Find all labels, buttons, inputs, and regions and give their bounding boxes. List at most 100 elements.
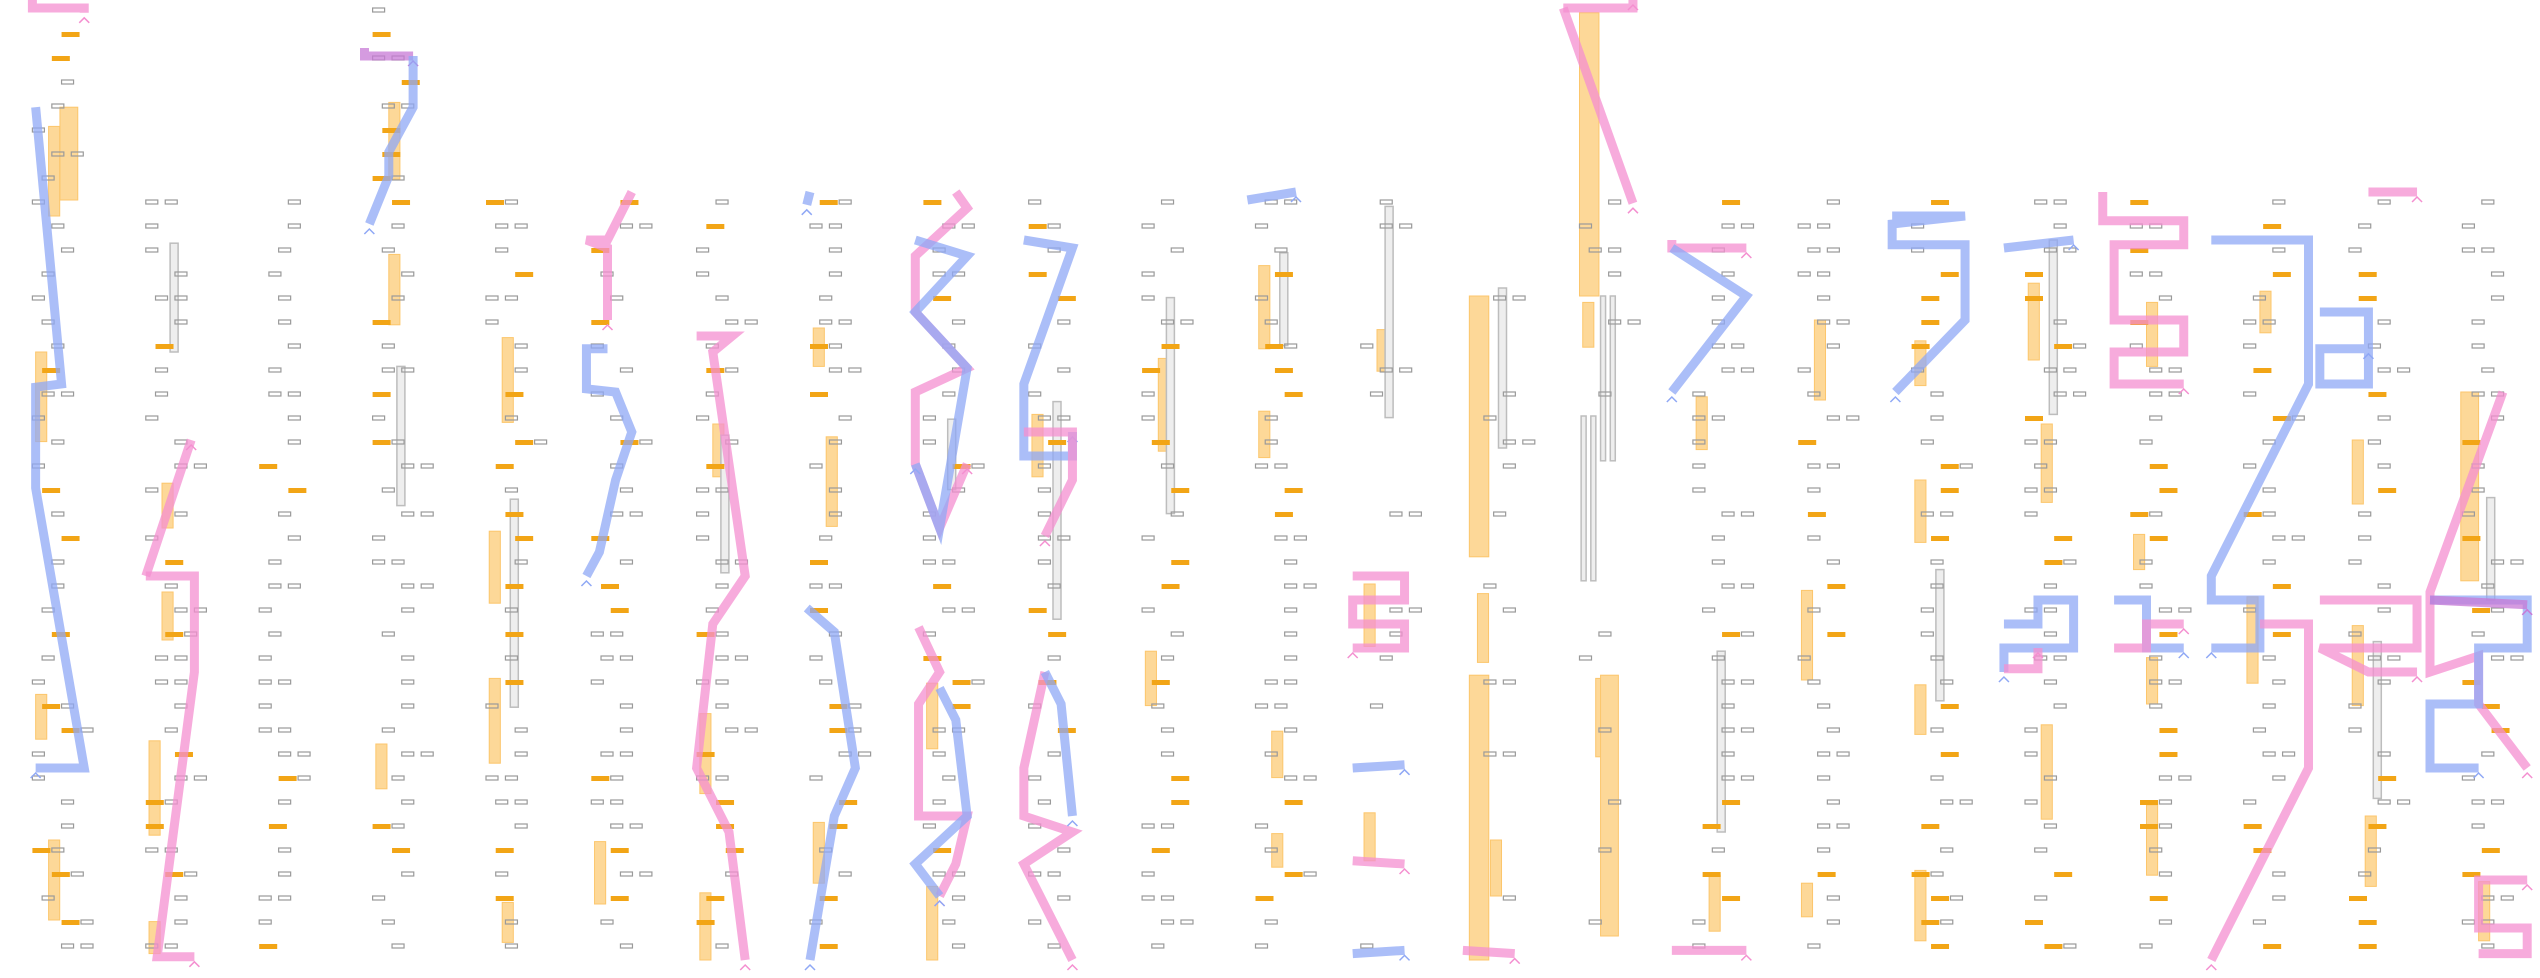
gray-tick bbox=[51, 847, 65, 853]
orange-dash bbox=[2481, 848, 2500, 853]
gray-tick bbox=[391, 223, 405, 229]
caret-marker-icon bbox=[78, 16, 90, 24]
gray-tick bbox=[2053, 391, 2067, 397]
caret-marker-icon bbox=[2205, 963, 2217, 971]
orange-dash bbox=[706, 464, 725, 469]
gray-tick bbox=[2272, 895, 2286, 901]
gray-tick bbox=[2377, 463, 2391, 469]
gray-tick bbox=[1502, 751, 1516, 757]
pink-connector-path bbox=[914, 625, 973, 899]
gray-tick bbox=[2129, 343, 2143, 349]
gray-tick bbox=[1940, 799, 1954, 805]
orange-dash bbox=[1931, 536, 1950, 541]
gray-tick bbox=[495, 223, 509, 229]
gray-tick bbox=[164, 199, 178, 205]
gray-tick bbox=[1578, 655, 1593, 661]
orange-dash bbox=[1817, 872, 1836, 877]
orange-dash bbox=[145, 824, 164, 829]
gray-tick bbox=[1160, 655, 1175, 661]
gray-tick bbox=[590, 631, 604, 637]
gray-tick bbox=[401, 751, 415, 757]
orange-dash bbox=[1940, 488, 1959, 493]
gray-tick bbox=[1959, 799, 1973, 805]
gray-tick bbox=[932, 727, 946, 733]
blue-connector-path bbox=[1352, 945, 1405, 959]
gray-tick bbox=[1483, 415, 1497, 421]
gray-tick bbox=[1264, 439, 1278, 445]
orange-block bbox=[1363, 812, 1376, 862]
gray-tick bbox=[2367, 655, 2382, 661]
gray-tick bbox=[2053, 223, 2067, 229]
gray-tick bbox=[514, 343, 528, 349]
gray-tick bbox=[278, 319, 292, 325]
gray-tick bbox=[60, 943, 75, 949]
gray-tick bbox=[1721, 727, 1735, 733]
gray-tick bbox=[715, 655, 729, 661]
gray-tick bbox=[1379, 367, 1393, 373]
orange-dash bbox=[1171, 800, 1190, 805]
gray-tick bbox=[619, 655, 634, 661]
gray-tick bbox=[1608, 199, 1622, 205]
orange-dash bbox=[610, 608, 629, 613]
caret-marker-icon bbox=[601, 323, 614, 331]
gray-tick bbox=[1303, 871, 1317, 877]
orange-dash bbox=[696, 920, 715, 925]
orange-dash bbox=[372, 32, 391, 37]
gray-striped-bar bbox=[1497, 287, 1508, 449]
gray-tick bbox=[600, 751, 614, 757]
gray-tick bbox=[401, 511, 415, 517]
gray-tick bbox=[1740, 727, 1755, 733]
gray-tick bbox=[1826, 799, 1840, 805]
gray-tick bbox=[2272, 247, 2286, 253]
gray-tick bbox=[391, 559, 405, 565]
gray-tick bbox=[809, 583, 823, 589]
gray-tick bbox=[2377, 367, 2391, 373]
gray-tick bbox=[51, 223, 65, 229]
caret-marker-icon bbox=[2521, 608, 2533, 616]
gray-tick bbox=[1692, 463, 1706, 469]
gray-tick bbox=[1254, 943, 1269, 949]
gray-tick bbox=[1274, 535, 1288, 541]
orange-block bbox=[2040, 724, 2053, 820]
gray-tick bbox=[715, 559, 729, 565]
gray-tick bbox=[942, 391, 956, 397]
gray-tick bbox=[145, 847, 159, 853]
gray-tick bbox=[1930, 655, 1944, 661]
gray-tick bbox=[725, 319, 739, 325]
gray-tick bbox=[372, 895, 386, 901]
orange-dash bbox=[1722, 800, 1741, 805]
gray-tick bbox=[1170, 631, 1184, 637]
gray-tick bbox=[391, 775, 405, 781]
caret-marker-icon bbox=[934, 899, 946, 907]
gray-tick bbox=[695, 511, 710, 517]
gray-tick bbox=[297, 751, 311, 757]
orange-block bbox=[1914, 479, 1927, 543]
gray-tick bbox=[932, 751, 946, 757]
gray-tick bbox=[1254, 703, 1269, 709]
gray-tick bbox=[1826, 247, 1840, 253]
gray-tick bbox=[2358, 871, 2372, 877]
gray-tick bbox=[174, 679, 188, 685]
gray-tick bbox=[809, 775, 823, 781]
gray-tick bbox=[2243, 391, 2257, 397]
orange-dash bbox=[819, 200, 838, 205]
pink-connector-path bbox=[1348, 571, 1410, 653]
gray-tick bbox=[1721, 511, 1735, 517]
gray-tick bbox=[828, 511, 843, 517]
gray-tick bbox=[41, 655, 55, 661]
gray-tick bbox=[145, 415, 159, 421]
orange-dash bbox=[372, 440, 391, 445]
orange-dash bbox=[42, 704, 61, 709]
gray-tick bbox=[828, 583, 843, 589]
orange-block bbox=[1476, 593, 1490, 663]
gray-tick bbox=[2168, 367, 2182, 373]
gray-tick bbox=[715, 199, 729, 205]
gray-tick bbox=[2510, 655, 2524, 661]
gray-tick bbox=[2377, 583, 2391, 589]
gray-tick bbox=[372, 535, 386, 541]
gray-tick bbox=[258, 679, 272, 685]
gray-tick bbox=[1692, 391, 1706, 397]
blue-connector-path bbox=[1999, 595, 2079, 672]
gray-tick bbox=[2348, 703, 2362, 709]
gray-tick bbox=[1826, 463, 1840, 469]
